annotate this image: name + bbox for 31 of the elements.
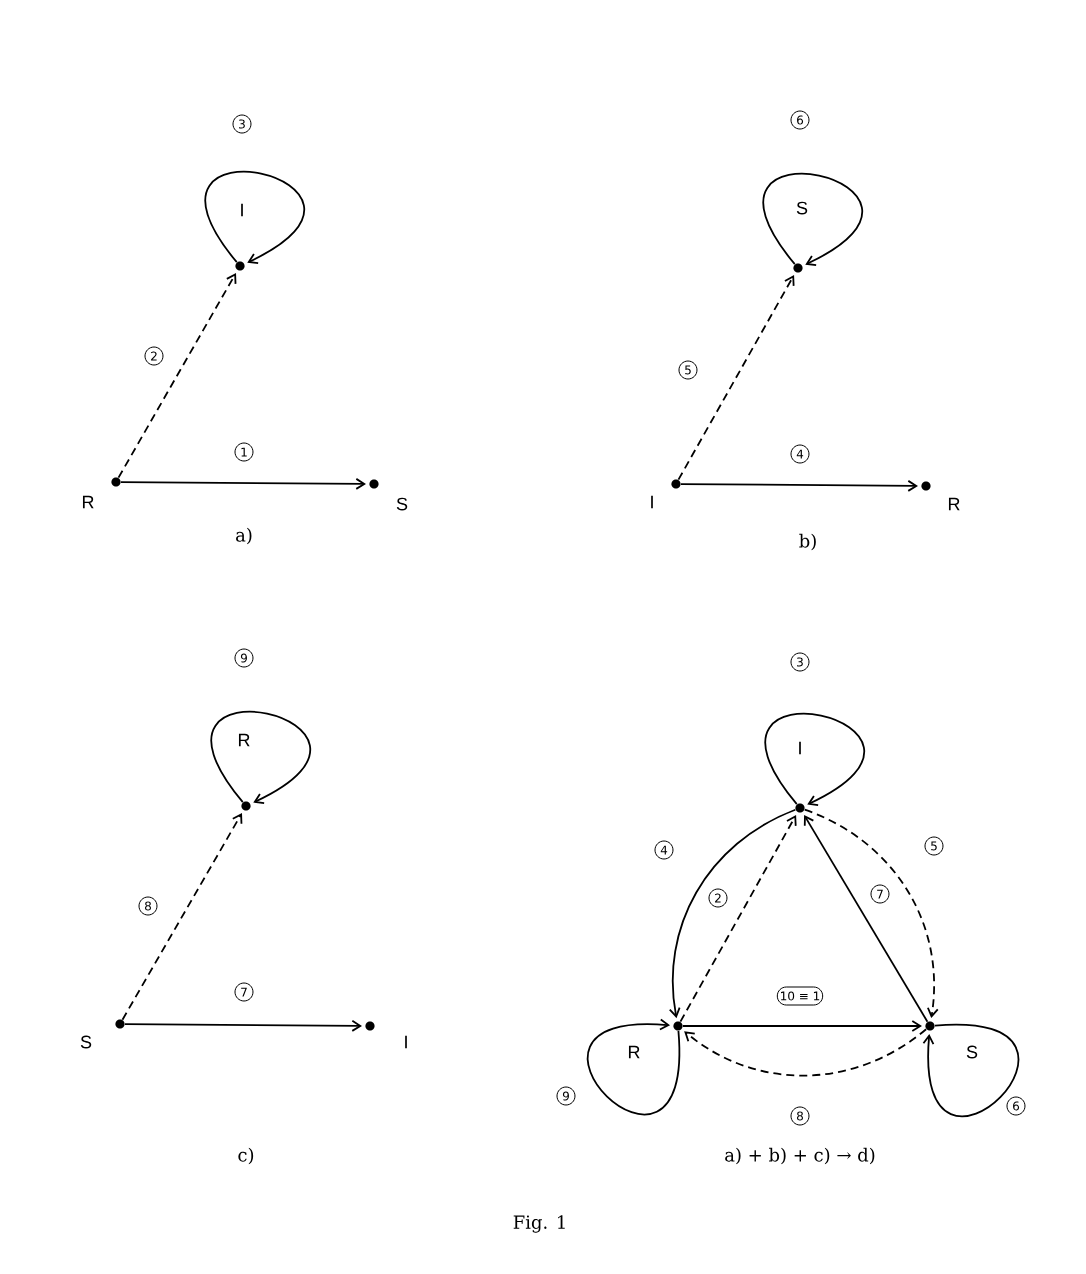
panel-label: b) bbox=[799, 533, 816, 551]
arrow bbox=[210, 710, 311, 804]
arrow bbox=[204, 170, 305, 264]
node-letter: S bbox=[396, 497, 408, 511]
node-letter: R bbox=[82, 495, 94, 509]
node-letter: R bbox=[948, 497, 960, 511]
arrow bbox=[120, 477, 366, 490]
arrow bbox=[124, 1019, 362, 1032]
arrow bbox=[764, 712, 865, 806]
node-letter: I bbox=[651, 495, 653, 509]
arrow bbox=[922, 1024, 1020, 1117]
panel-label: a) + b) + c) → d) bbox=[725, 1147, 875, 1165]
arrow bbox=[762, 172, 863, 266]
node-letter: I bbox=[405, 1035, 407, 1049]
arrow bbox=[684, 1028, 928, 1077]
node-letter: R bbox=[628, 1045, 640, 1059]
node-letter: S bbox=[966, 1045, 978, 1059]
arrow bbox=[682, 1020, 922, 1032]
arrow bbox=[587, 1018, 680, 1116]
panel-label: c) bbox=[238, 1147, 254, 1165]
node-letter: S bbox=[80, 1035, 92, 1049]
arrow bbox=[117, 272, 237, 479]
panel-label: a) bbox=[236, 527, 252, 545]
node-letter: I bbox=[241, 203, 243, 217]
node-letter: R bbox=[238, 733, 250, 747]
arrow bbox=[680, 479, 918, 492]
node-letter: I bbox=[799, 741, 801, 755]
caption: Fig. 1 bbox=[513, 1215, 565, 1233]
arrow bbox=[677, 275, 795, 481]
arrow bbox=[121, 812, 243, 1021]
node-letter: S bbox=[796, 201, 808, 215]
